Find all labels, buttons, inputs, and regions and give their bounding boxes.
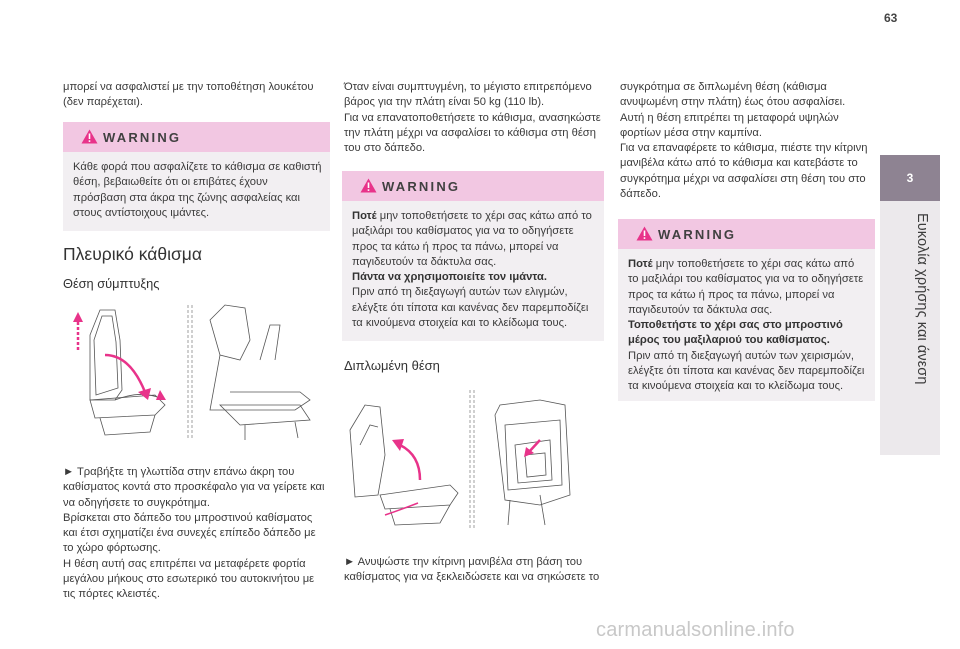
warning-box-3: WARNING Ποτέ μην τοποθετήσετε το χέρι σα… bbox=[618, 219, 875, 401]
seat-fold-illustration bbox=[73, 304, 311, 440]
warning-bold-never: Ποτέ bbox=[628, 258, 653, 270]
warning-header: WARNING bbox=[63, 122, 330, 152]
seat-folded-illustration bbox=[349, 390, 571, 530]
col3-intro: συγκρότημα σε διπλωμένη θέση (κάθισμα αν… bbox=[620, 81, 868, 201]
watermark: carmanualsonline.info bbox=[596, 619, 795, 641]
warning-label: WARNING bbox=[103, 130, 182, 145]
col1-body: ► Τραβήξτε τη γλωττίδα στην επάνω άκρη τ… bbox=[63, 466, 325, 601]
section-heading: Πλευρικό κάθισμα bbox=[63, 244, 203, 264]
warning-text-1: μην τοποθετήσετε το χέρι σας κάτω από το… bbox=[352, 210, 592, 268]
warning-text: Ποτέ μην τοποθετήσετε το χέρι σας κάτω α… bbox=[628, 257, 867, 395]
warning-text-2: Πριν από τη διεξαγωγή αυτών των χειρισμώ… bbox=[628, 349, 865, 393]
page-number: 63 bbox=[884, 11, 898, 25]
warning-header: WARNING bbox=[618, 219, 875, 249]
warning-bold-strap: Πάντα να χρησιμοποιείτε τον ιμάντα. bbox=[352, 271, 547, 284]
warning-box-1: WARNING Κάθε φορά που ασφαλίζετε το κάθι… bbox=[63, 122, 330, 231]
warning-box-2: WARNING Ποτέ μην τοποθετήσετε το χέρι σα… bbox=[342, 171, 604, 341]
warning-text-1: μην τοποθετήσετε το χέρι σας κάτω από το… bbox=[628, 258, 864, 316]
warning-triangle-icon bbox=[81, 129, 98, 144]
warning-triangle-icon bbox=[636, 226, 653, 241]
col2-intro: Όταν είναι συμπτυγμένη, το μέγιστο επιτρ… bbox=[344, 81, 601, 155]
warning-label: WARNING bbox=[382, 179, 461, 194]
warning-text: Κάθε φορά που ασφαλίζετε το κάθισμα σε κ… bbox=[73, 161, 322, 219]
warning-text-2: Πριν από τη διεξαγωγή αυτών των ελιγμών,… bbox=[352, 286, 589, 330]
chapter-number: 3 bbox=[880, 155, 940, 201]
chapter-tab: 3 Ευκολία χρήσης και άνεση bbox=[880, 155, 940, 455]
warning-label: WARNING bbox=[658, 227, 737, 242]
warning-bold-never: Ποτέ bbox=[352, 210, 377, 222]
section-heading-folded: Διπλωμένη θέση bbox=[344, 358, 440, 373]
warning-bold-hand: Τοποθετήστε το χέρι σας στο μπροστινό μέ… bbox=[628, 319, 843, 347]
chapter-title: Ευκολία χρήσης και άνεση bbox=[914, 213, 930, 385]
warning-header: WARNING bbox=[342, 171, 604, 201]
col2-body: ► Ανυψώστε την κίτρινη μανιβέλα στη βάση… bbox=[344, 556, 600, 584]
subsection-heading: Θέση σύμπτυξης bbox=[63, 276, 160, 291]
col1-intro: μπορεί να ασφαλιστεί με την τοποθέτηση λ… bbox=[63, 81, 314, 109]
warning-text: Ποτέ μην τοποθετήσετε το χέρι σας κάτω α… bbox=[352, 209, 596, 331]
warning-triangle-icon bbox=[360, 178, 377, 193]
